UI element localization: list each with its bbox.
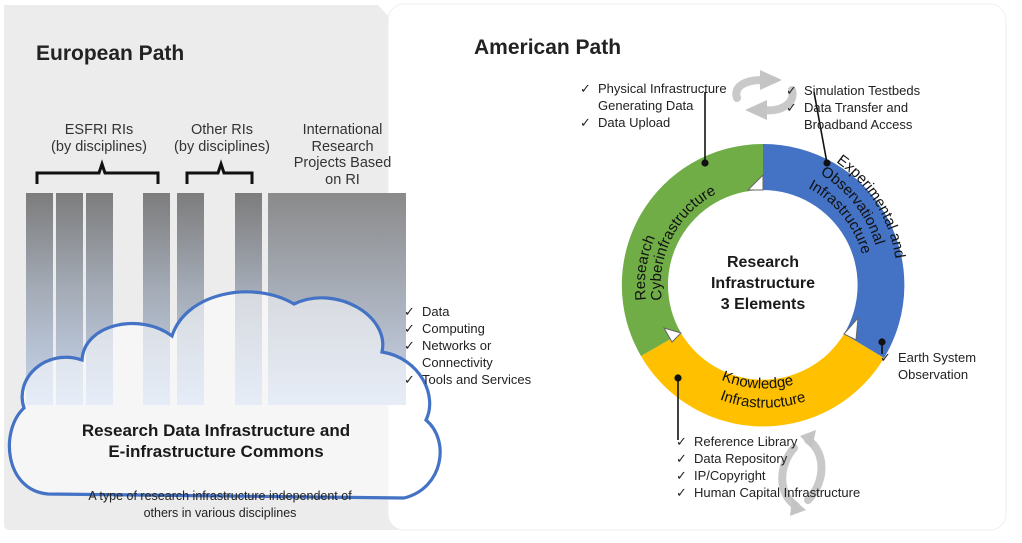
e-infra-item-connectivity: Connectivity bbox=[422, 355, 493, 370]
check-icon: ✓ bbox=[676, 434, 687, 449]
segment-knowledge bbox=[641, 333, 884, 427]
cloud-title: Research Data Infrastructure and E-infra… bbox=[44, 420, 388, 463]
international-label-line1: International bbox=[302, 122, 383, 138]
segment-experimental-observational bbox=[763, 143, 905, 358]
cycle-arrows-top bbox=[732, 76, 797, 115]
cyber-item-upload: Data Upload bbox=[598, 115, 671, 130]
cycle-arrow-head-upper bbox=[760, 70, 782, 90]
leader-bottom-dot bbox=[674, 374, 682, 382]
check-icon: ✓ bbox=[404, 321, 415, 336]
e-infra-item-tools: Tools and Services bbox=[422, 372, 532, 387]
segment-cyberinfrastructure bbox=[621, 143, 763, 356]
european-caption: A type of research infrastructure indepe… bbox=[30, 488, 410, 522]
exp-item-simulation: Simulation Testbeds bbox=[804, 83, 921, 98]
esfri-label-line1: ESFRI RIs bbox=[64, 122, 134, 138]
international-label-line4: on RI bbox=[325, 172, 360, 189]
check-icon: ✓ bbox=[676, 468, 687, 483]
notch-green bbox=[662, 327, 682, 343]
other-ri-label-line1: Other RIs bbox=[190, 122, 254, 138]
cycle-arrow-head-bottom-right bbox=[800, 430, 816, 448]
knowledge-item-repository: Data Repository bbox=[694, 451, 788, 466]
knowledge-item-ip: IP/Copyright bbox=[694, 468, 766, 483]
check-icon: ✓ bbox=[676, 451, 687, 466]
notch-blue bbox=[746, 173, 764, 191]
knowledge-item-library: Reference Library bbox=[694, 434, 798, 449]
exp-item-broadband: Broadband Access bbox=[804, 117, 913, 132]
cycle-arrow-head-lower bbox=[745, 100, 767, 120]
e-infra-item-data: Data bbox=[422, 304, 450, 319]
exp-item-transfer: Data Transfer and bbox=[804, 100, 909, 115]
earth-item-line2: Observation bbox=[898, 367, 969, 382]
check-icon: ✓ bbox=[676, 485, 687, 500]
other-ri-label-line2: (by disciplines) bbox=[174, 138, 270, 155]
cloud-title-line2: E-infrastructure Commons bbox=[108, 442, 324, 462]
esfri-label: ESFRI RIs (by disciplines) bbox=[34, 122, 164, 155]
e-infra-checklist: ✓ Data ✓ Computing ✓ Networks or Connectivi… bbox=[404, 304, 532, 390]
cyber-item-generating: Generating Data bbox=[598, 98, 694, 113]
leader-top-left-dot bbox=[701, 159, 709, 167]
earth-item-line1: Earth System bbox=[898, 350, 977, 365]
check-icon: ✓ bbox=[786, 100, 797, 115]
cycle-arrow-head-bottom-left bbox=[790, 498, 806, 516]
knowledge-item-human-capital: Human Capital Infrastructure bbox=[694, 485, 861, 500]
experimental-checklist: ✓Simulation Testbeds ✓Data Transfer and … bbox=[786, 83, 921, 135]
check-icon: ✓ bbox=[880, 350, 891, 365]
european-caption-line2: others in various disciplines bbox=[143, 505, 297, 520]
center-line3: 3 Elements bbox=[720, 295, 806, 313]
international-label: International Research Projects Based on… bbox=[280, 122, 405, 189]
center-line1: Research bbox=[726, 254, 800, 271]
international-label-line2: Research bbox=[311, 138, 374, 155]
international-label-line3: Projects Based bbox=[293, 155, 392, 172]
notch-yellow bbox=[843, 316, 859, 341]
leader-right-dot bbox=[878, 338, 886, 346]
check-icon: ✓ bbox=[580, 81, 591, 96]
leader-top-right-dot bbox=[823, 159, 831, 167]
knowledge-checklist: ✓ Reference Library ✓ Data Repository ✓ IP/… bbox=[676, 434, 861, 503]
e-infra-item-networks: Networks or bbox=[422, 338, 492, 353]
cyber-checklist: ✓ Physical Infrastructure Generating Data… bbox=[580, 81, 727, 133]
cycle-arrow-lower bbox=[760, 86, 797, 115]
esfri-label-line2: (by disciplines) bbox=[51, 138, 147, 155]
ring-center-label: Research Infrastructure 3 Elements bbox=[693, 253, 833, 315]
other-brace bbox=[185, 159, 254, 184]
center-line2: Infrastructure bbox=[710, 274, 816, 292]
leader-lines bbox=[674, 91, 886, 440]
european-caption-line1: A type of research infrastructure indepe… bbox=[88, 489, 352, 503]
e-infra-item-computing: Computing bbox=[422, 321, 485, 336]
earth-checklist: ✓ Earth System Observation bbox=[880, 350, 977, 385]
commons-cloud bbox=[7, 290, 442, 500]
american-title: American Path bbox=[474, 36, 622, 59]
check-icon: ✓ bbox=[404, 338, 415, 353]
leader-top-right bbox=[813, 91, 828, 164]
check-icon: ✓ bbox=[786, 83, 797, 98]
other-ri-label: Other RIs (by disciplines) bbox=[162, 122, 282, 155]
check-icon: ✓ bbox=[404, 372, 415, 387]
european-title: European Path bbox=[36, 42, 185, 65]
esfri-brace bbox=[35, 159, 160, 184]
check-icon: ✓ bbox=[404, 304, 415, 319]
check-icon: ✓ bbox=[580, 115, 591, 130]
cloud-title-line1: Research Data Infrastructure and bbox=[81, 421, 351, 440]
cycle-arrow-upper bbox=[732, 76, 766, 102]
cyber-item-physical: Physical Infrastructure bbox=[598, 81, 727, 96]
